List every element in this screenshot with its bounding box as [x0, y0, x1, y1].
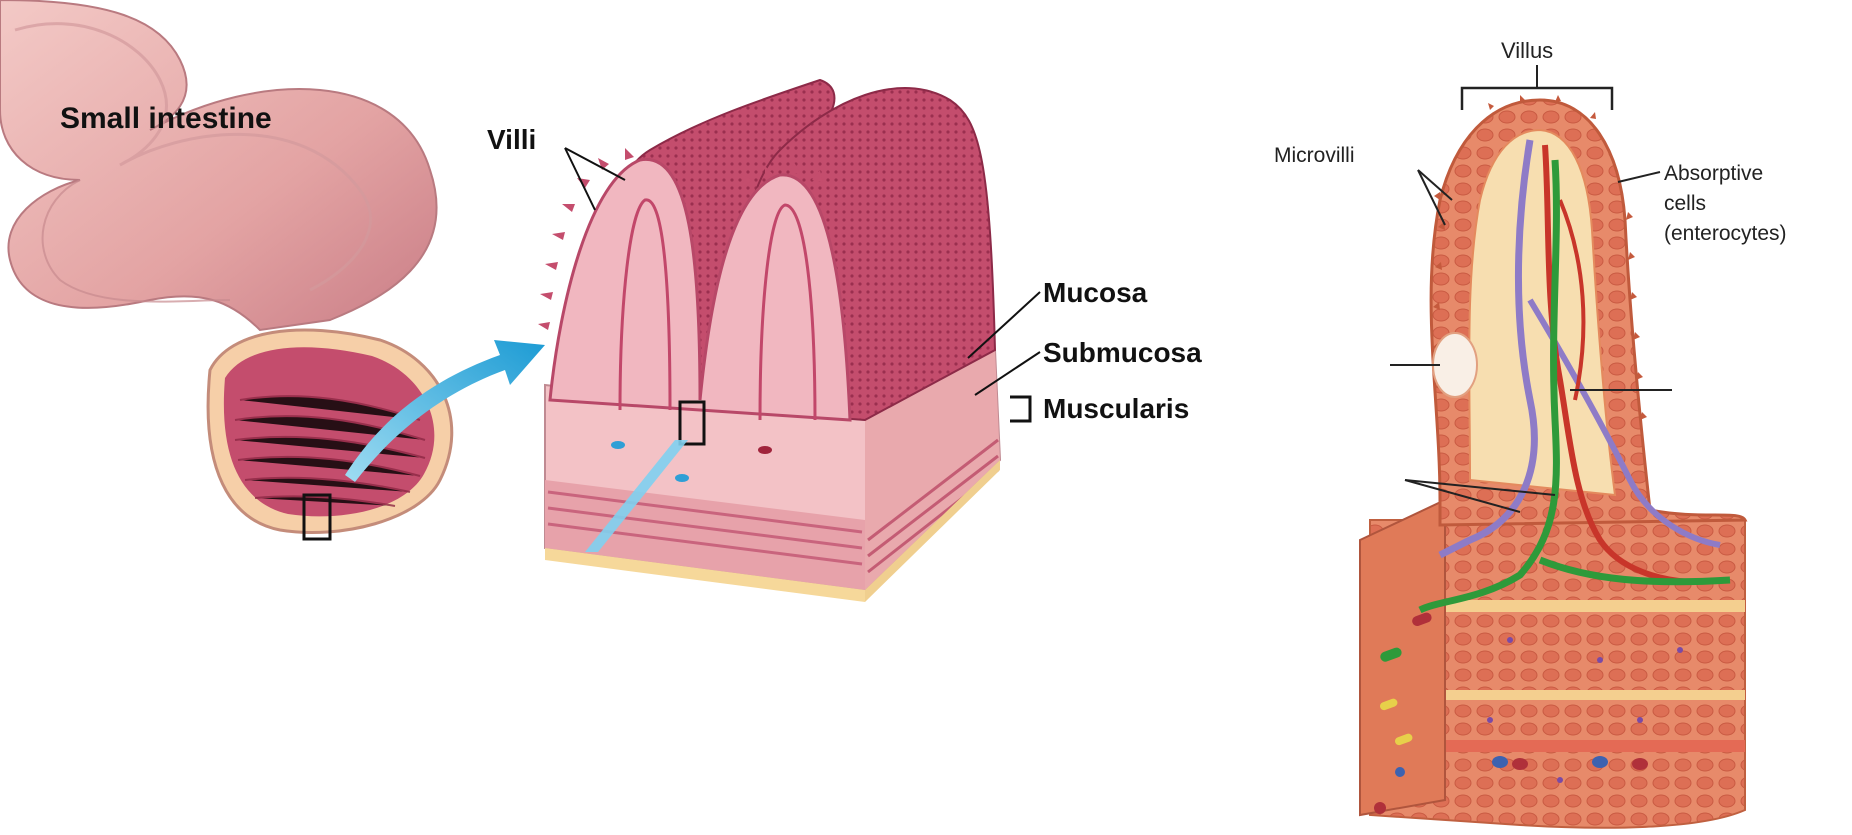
label-muscularis: Muscularis: [1043, 393, 1189, 424]
label-mucosa: Mucosa: [1043, 277, 1148, 308]
label-cells: cells: [1664, 192, 1706, 215]
label-small-intestine: Small intestine: [60, 102, 272, 135]
label-absorptive: Absorptive: [1664, 162, 1763, 185]
leader-absorptive: [1618, 172, 1660, 182]
label-enterocytes: (enterocytes): [1664, 222, 1787, 245]
small-intestine-illustration: [0, 0, 452, 539]
label-villi: Villi: [487, 124, 536, 155]
label-villus: Villus: [1501, 38, 1553, 63]
label-microvilli: Microvilli: [1274, 144, 1355, 167]
leader-villi-2: [565, 148, 595, 210]
label-submucosa: Submucosa: [1043, 337, 1202, 368]
mucosa-block-illustration: [538, 80, 1000, 602]
intestine-loop: [0, 0, 437, 330]
bracket-muscularis: [1010, 397, 1030, 421]
leader-villi-1: [565, 148, 625, 180]
